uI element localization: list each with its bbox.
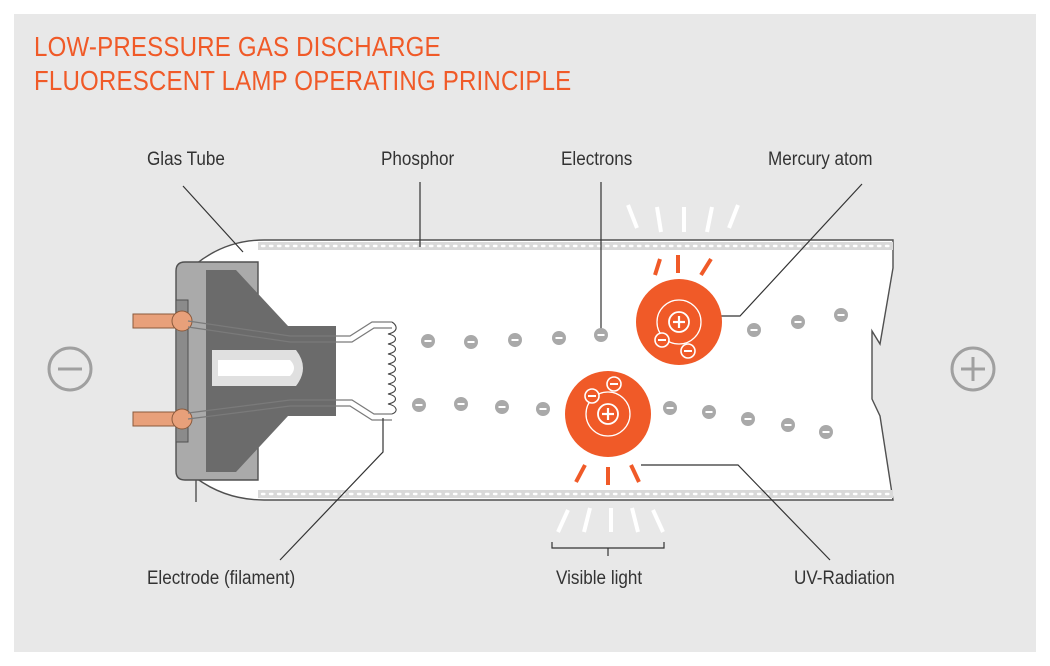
label-uv-radiation: UV-Radiation [794,568,895,589]
free-electrons [412,308,848,439]
bound-electron-icon [680,343,696,359]
electron-icon [791,315,805,329]
bound-electron-icon [584,388,600,404]
leader-lines [182,182,863,561]
electron-icon [552,331,566,345]
glass-tube-body [195,239,894,502]
electron-icon [536,402,550,416]
electron-icon [464,335,478,349]
electron-icon [741,412,755,426]
filament-coil [387,321,397,415]
positive-terminal-icon [950,346,996,392]
visible-light-rays [556,204,740,533]
nucleus-icon [597,403,619,425]
electron-icon [663,401,677,415]
contact-pins [132,310,193,430]
electron-icon [508,333,522,347]
mercury-atom-upper [636,279,722,365]
electron-icon [819,425,833,439]
nucleus-icon [668,311,690,333]
label-glass-tube: Glas Tube [147,149,225,170]
negative-terminal-icon [47,346,93,392]
title-line-1: LOW-PRESSURE GAS DISCHARGE [34,31,441,62]
uv-rays [574,255,713,485]
label-electrode: Electrode (filament) [147,568,296,589]
electron-icon [454,397,468,411]
label-phosphor: Phosphor [381,149,455,170]
phosphor-coating [258,242,893,498]
electron-icon [421,334,435,348]
title-line-2: FLUORESCENT LAMP OPERATING PRINCIPLE [34,65,572,96]
bound-electron-icon [606,376,622,392]
electron-icon [747,323,761,337]
label-mercury-atom: Mercury atom [768,149,873,170]
electron-icon [702,405,716,419]
label-electrons: Electrons [561,149,633,170]
bound-electron-icon [654,332,670,348]
electron-icon [594,328,608,342]
electron-icon [495,400,509,414]
lead-wires [187,320,392,421]
electron-icon [781,418,795,432]
cap-plate [175,299,189,443]
mercury-atom-lower [565,371,651,457]
electron-icon [834,308,848,322]
electron-icon [412,398,426,412]
label-visible-light: Visible light [556,568,643,589]
